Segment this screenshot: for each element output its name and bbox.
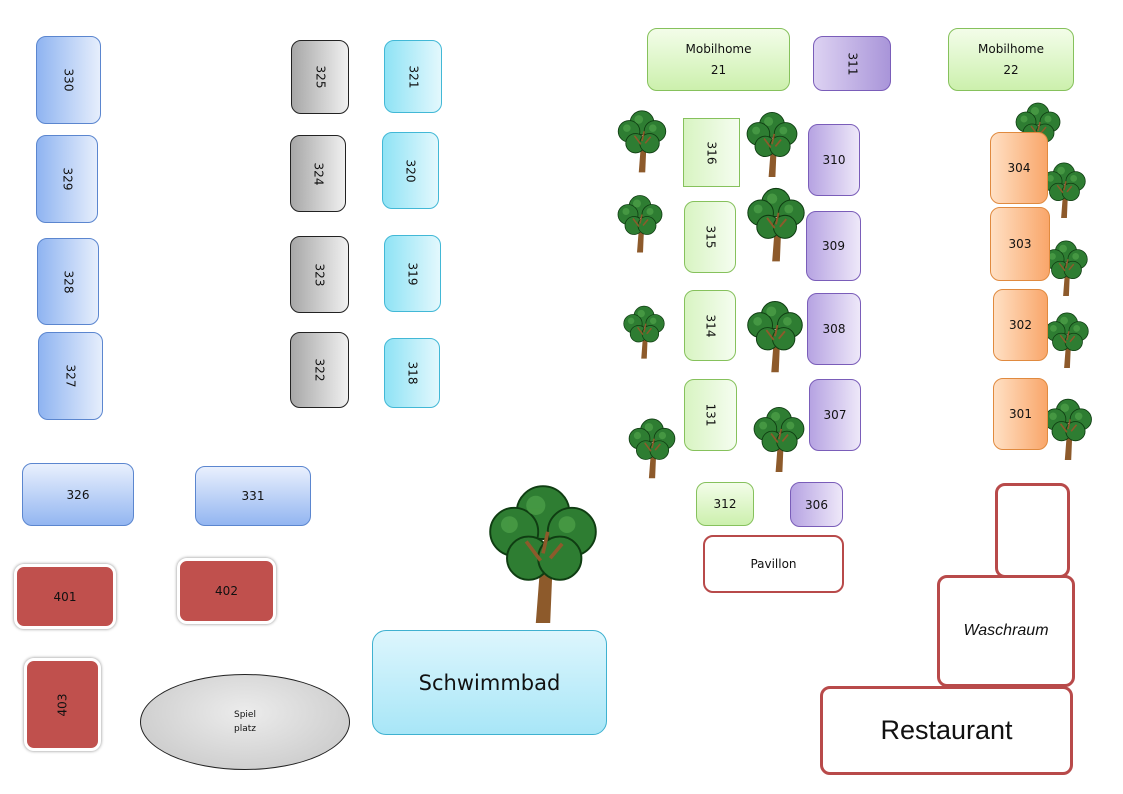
lot-318[interactable]: 318: [384, 338, 440, 408]
lot-321[interactable]: 321: [384, 40, 442, 113]
pavilion[interactable]: Pavillon: [703, 535, 844, 593]
lot-327[interactable]: 327: [38, 332, 103, 420]
lot-303[interactable]: 303: [990, 207, 1050, 281]
lot-131[interactable]: 131: [684, 379, 737, 451]
lot-314[interactable]: 314: [684, 290, 736, 361]
lot-330[interactable]: 330: [36, 36, 101, 124]
lot-323[interactable]: 323: [290, 236, 349, 313]
tree-icon: [483, 470, 603, 632]
lot-324[interactable]: 324: [290, 135, 346, 212]
waschraum[interactable]: Waschraum: [937, 575, 1075, 687]
lot-312[interactable]: 312: [696, 482, 754, 526]
tree-icon: [621, 302, 667, 360]
tree-icon: [615, 106, 669, 174]
tree-icon: [748, 404, 810, 472]
lot-308[interactable]: 308: [807, 293, 861, 365]
lot-326[interactable]: 326: [22, 463, 134, 526]
lot-403[interactable]: 403: [24, 658, 101, 751]
lot-328[interactable]: 328: [37, 238, 99, 325]
lot-311[interactable]: 311: [813, 36, 891, 91]
lot-309[interactable]: 309: [806, 211, 861, 281]
lot-315[interactable]: 315: [684, 201, 736, 273]
lot-331[interactable]: 331: [195, 466, 311, 526]
lot-306[interactable]: 306: [790, 482, 843, 527]
swimming-pool[interactable]: Schwimmbad: [372, 630, 607, 735]
lot-304[interactable]: 304: [990, 132, 1048, 204]
lot-401[interactable]: 401: [14, 564, 116, 629]
tree-icon: [1040, 310, 1094, 368]
lot-310[interactable]: 310: [808, 124, 860, 196]
annex-building[interactable]: [995, 483, 1070, 578]
tree-icon: [740, 109, 804, 177]
lot-307[interactable]: 307: [809, 379, 861, 451]
tree-icon: [615, 191, 665, 254]
lot-329[interactable]: 329: [36, 135, 98, 223]
lot-301[interactable]: 301: [993, 378, 1048, 450]
lot-302[interactable]: 302: [993, 289, 1048, 361]
tree-icon: [1040, 396, 1096, 460]
lot-316[interactable]: 316: [683, 118, 740, 187]
tree-icon: [626, 413, 678, 481]
lot-325[interactable]: 325: [291, 40, 349, 114]
tree-icon: [744, 180, 808, 266]
lot-402[interactable]: 402: [177, 558, 276, 624]
lot-319[interactable]: 319: [384, 235, 441, 312]
lot-322[interactable]: 322: [290, 332, 349, 408]
lot-320[interactable]: 320: [382, 132, 439, 209]
tree-icon: [744, 292, 806, 378]
restaurant[interactable]: Restaurant: [820, 686, 1073, 775]
